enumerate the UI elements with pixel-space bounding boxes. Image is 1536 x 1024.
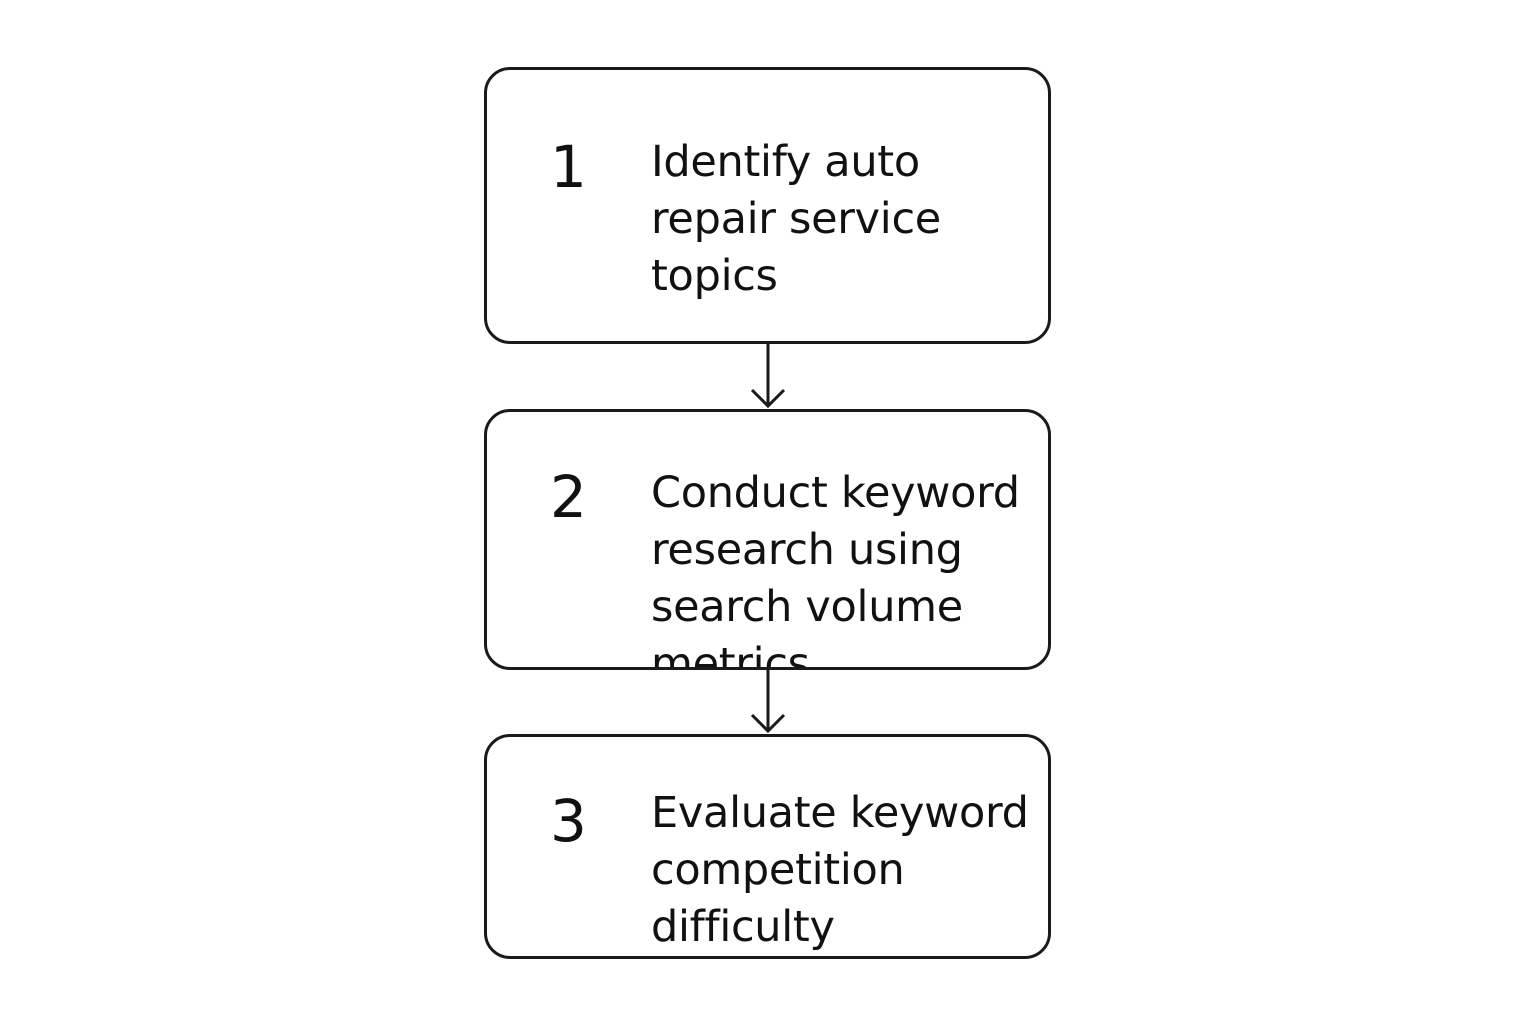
down-arrow-icon — [750, 344, 786, 409]
step-text-3: Evaluate keyword competition difficulty — [651, 788, 1029, 952]
down-arrow-icon — [750, 668, 786, 734]
step-text-1: Identify auto repair service topics — [651, 137, 941, 301]
step-number-3: 3 — [550, 787, 587, 855]
step-number-1: 1 — [550, 133, 587, 201]
step-box-1: 1 Identify auto repair service topics — [484, 67, 1051, 344]
step-box-3: 3 Evaluate keyword competition difficult… — [484, 734, 1051, 959]
step-text-2: Conduct keyword research using search vo… — [651, 468, 1020, 670]
step-number-2: 2 — [550, 463, 587, 531]
step-box-2: 2 Conduct keyword research using search … — [484, 409, 1051, 670]
